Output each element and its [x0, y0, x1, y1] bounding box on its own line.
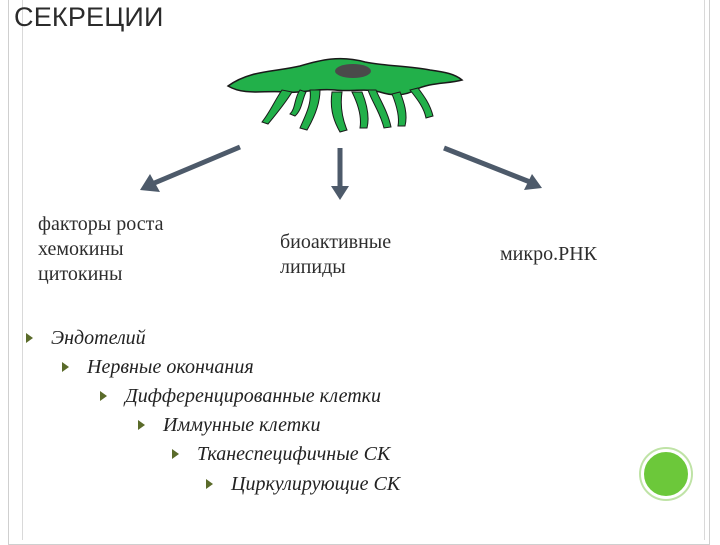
bullet-triangle-icon	[172, 449, 179, 459]
list-item-label: Нервные окончания	[87, 355, 254, 378]
slide-title: СЕКРЕЦИИ	[14, 2, 164, 32]
list-item-label: Циркулирующие СК	[231, 472, 401, 495]
bullet-triangle-icon	[26, 333, 33, 343]
cell-source-list: Эндотелий Нервные окончания Дифференциро…	[0, 318, 720, 518]
product-line: цитокины	[38, 263, 123, 285]
list-item: Циркулирующие СК	[206, 470, 400, 498]
list-item-label: Дифференцированные клетки	[125, 384, 381, 407]
arrow-right	[443, 145, 542, 190]
arrow-left	[140, 144, 241, 192]
list-item: Тканеспецифичные СК	[172, 440, 390, 468]
arrow-center	[331, 148, 349, 200]
product-line: факторы роста	[38, 213, 164, 235]
product-line: липиды	[280, 256, 346, 278]
product-growth-factors: факторы роста хемокины цитокины	[38, 212, 163, 287]
product-line: микро.РНК	[500, 243, 597, 265]
product-line: хемокины	[38, 238, 124, 260]
list-item-label: Тканеспецифичные СК	[197, 442, 391, 465]
product-line: биоактивные	[280, 231, 392, 253]
list-item: Дифференцированные клетки	[100, 382, 381, 410]
decorative-circle-icon	[641, 449, 691, 499]
list-item: Нервные окончания	[62, 353, 254, 381]
list-item-label: Иммунные клетки	[163, 413, 321, 436]
product-lipids: биоактивные липиды	[280, 230, 391, 280]
product-mirna: микро.РНК	[500, 242, 597, 267]
left-rule	[22, 0, 23, 540]
secretory-cell-icon	[226, 57, 464, 133]
bullet-triangle-icon	[62, 362, 69, 372]
bullet-triangle-icon	[138, 420, 145, 430]
list-item: Эндотелий	[26, 324, 146, 352]
right-rule	[704, 0, 705, 540]
bullet-triangle-icon	[100, 391, 107, 401]
bullet-triangle-icon	[206, 479, 213, 489]
secretory-cell-diagram	[140, 57, 542, 200]
list-item-label: Эндотелий	[51, 326, 146, 349]
list-item: Иммунные клетки	[138, 411, 321, 439]
